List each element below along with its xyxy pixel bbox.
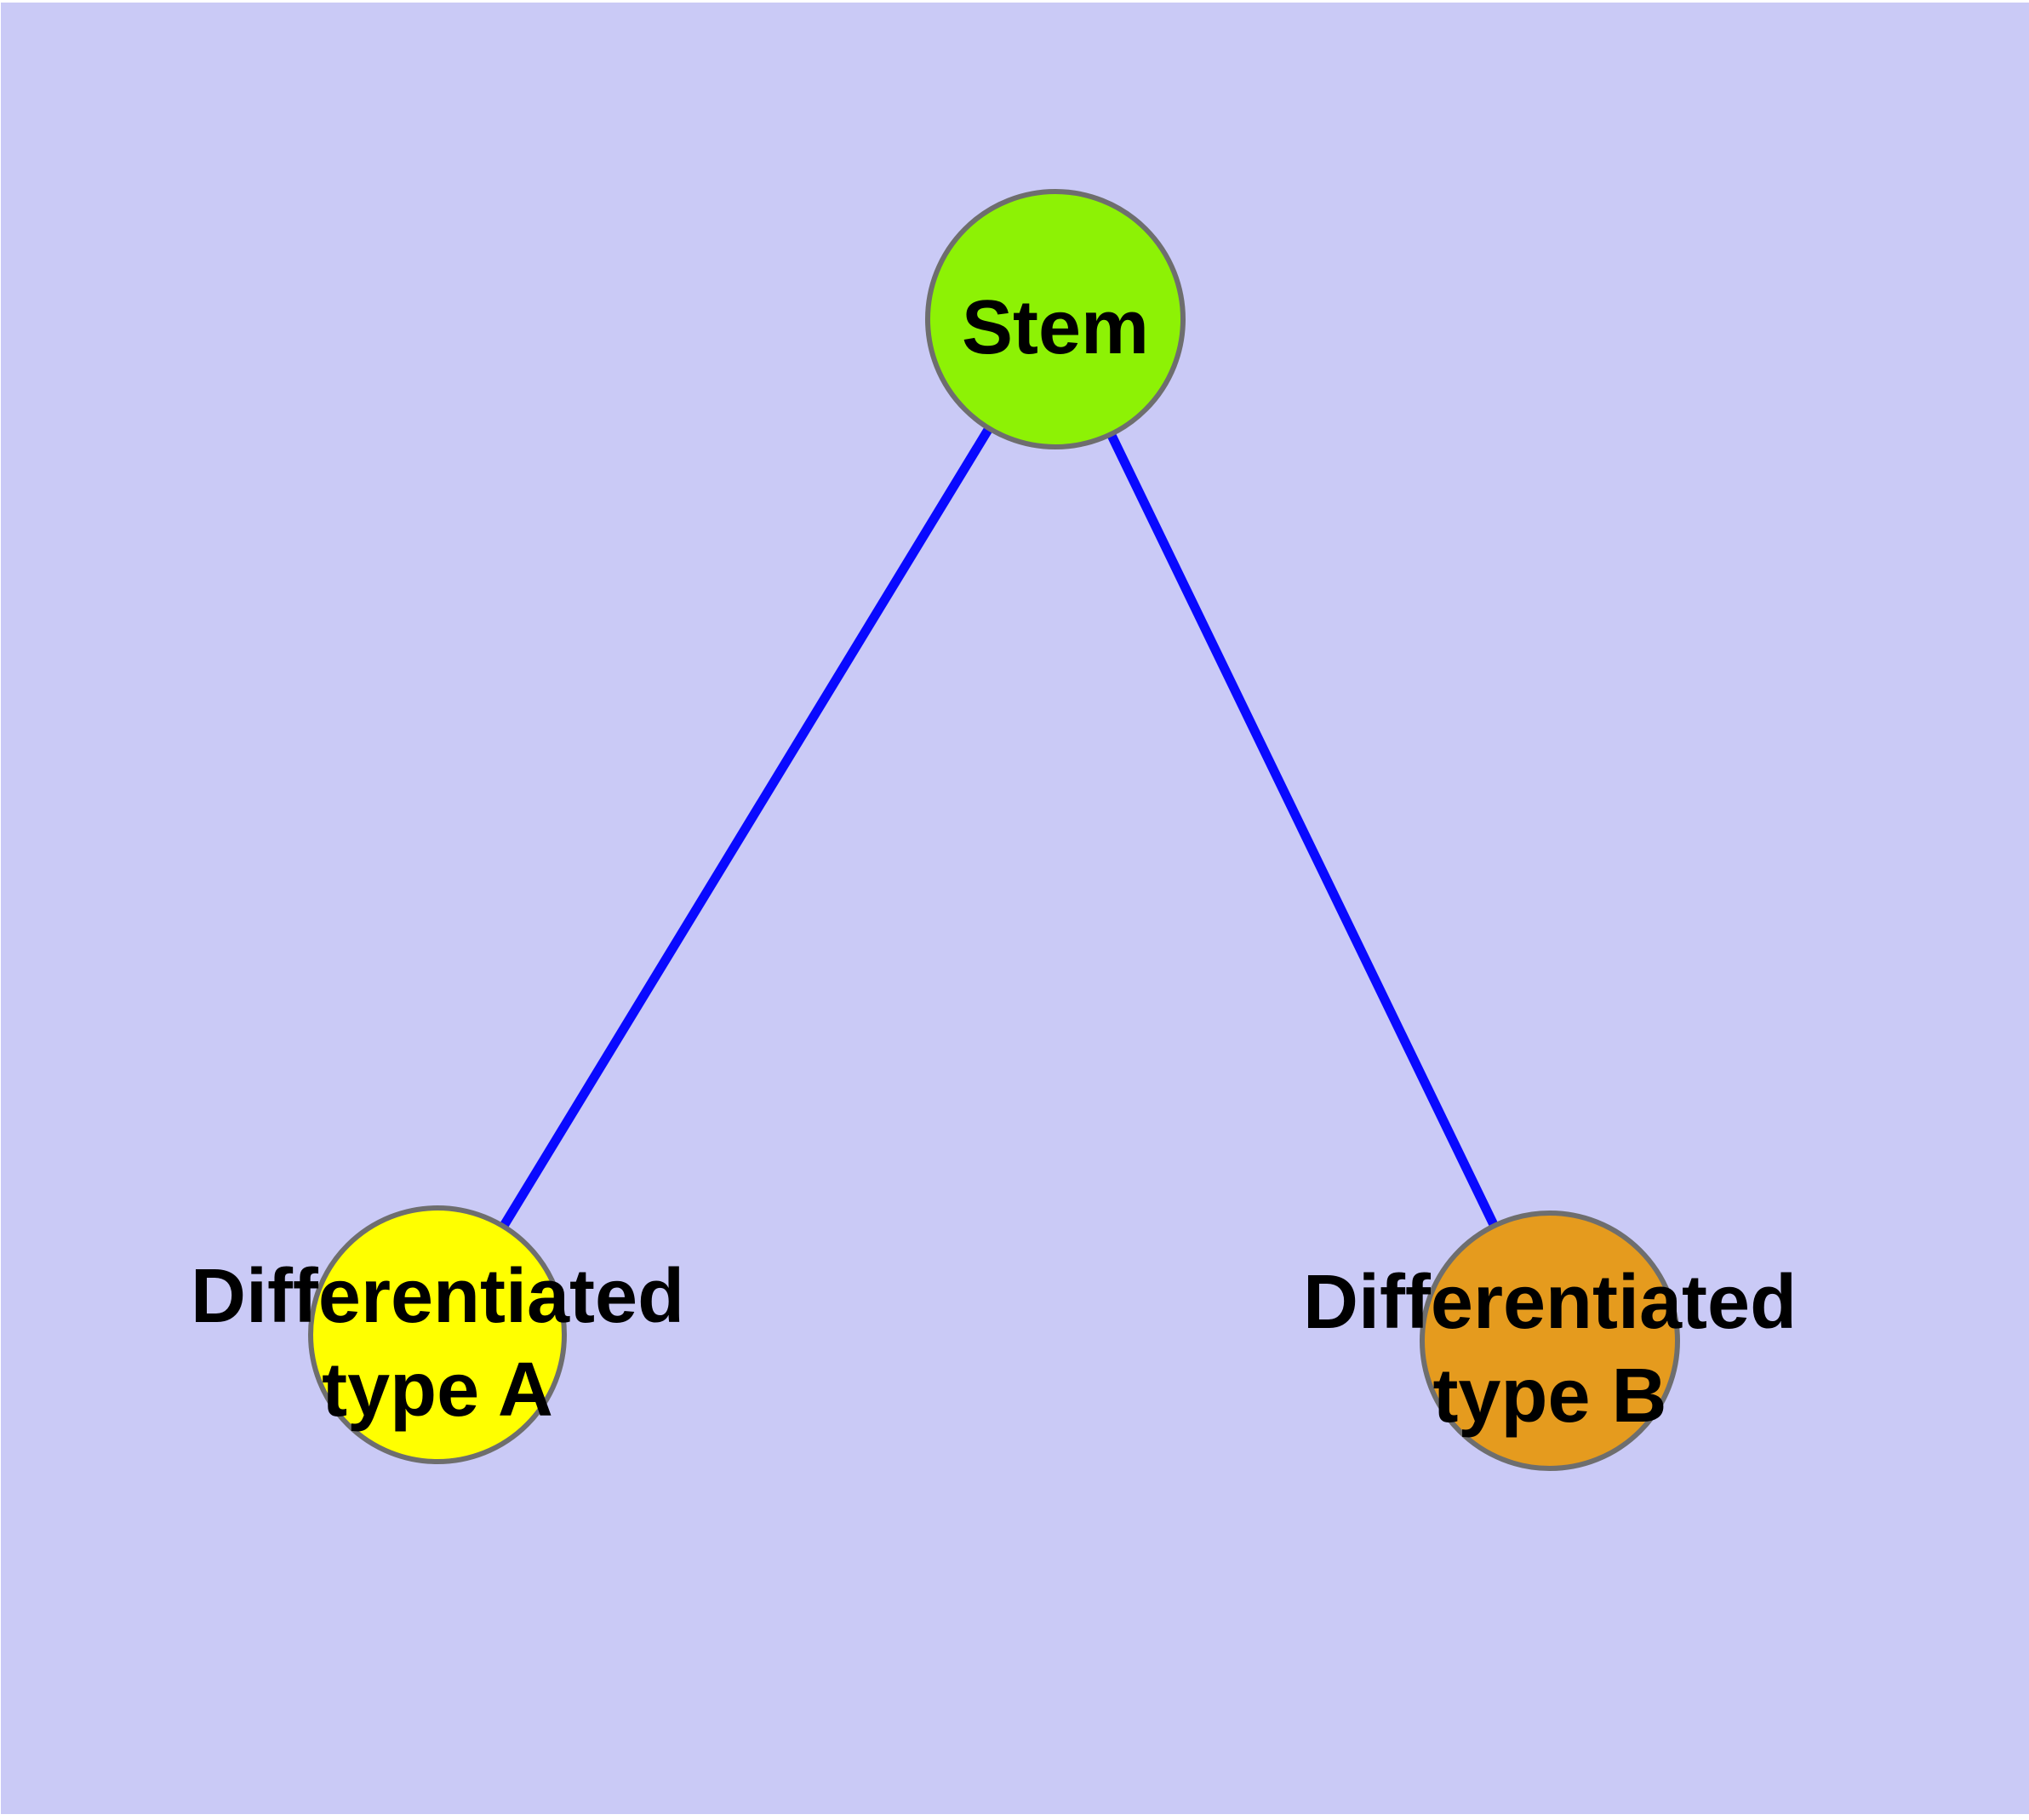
- node-circle-type-b: [1420, 1210, 1680, 1471]
- node-circle-type-a: [308, 1205, 567, 1464]
- plot-background: Stem Differentiated type A Differentiate…: [1, 3, 2029, 1814]
- node-circle-stem: [925, 189, 1186, 449]
- graph-svg: [308, 189, 1680, 1471]
- edge-stem-type-a: [433, 317, 1060, 1337]
- edge-stem-type-b: [1051, 317, 1554, 1343]
